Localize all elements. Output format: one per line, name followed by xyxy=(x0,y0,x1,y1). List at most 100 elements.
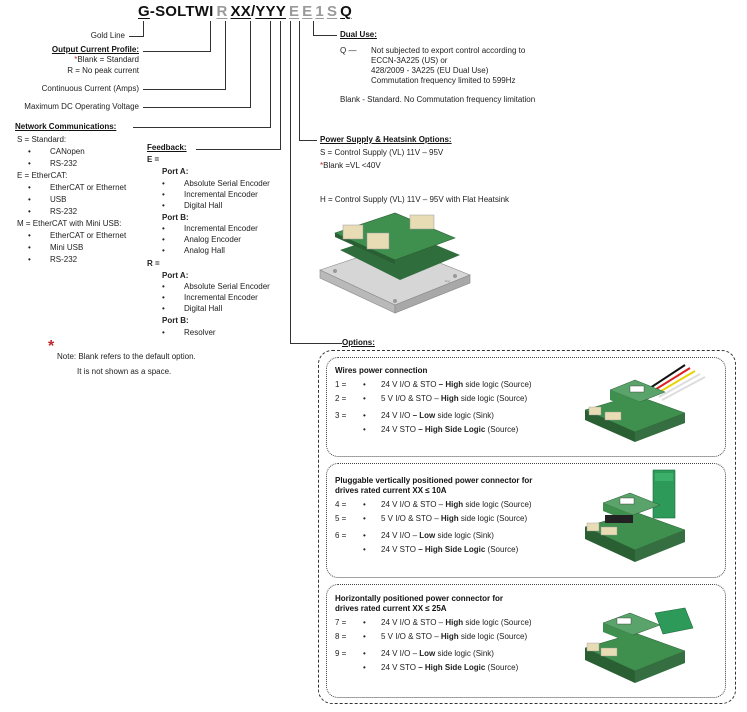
option-text: 24 V STO xyxy=(381,545,419,554)
gold-line-label: Gold Line xyxy=(90,31,125,40)
option-text: – Low xyxy=(412,411,436,420)
part-number-segment: XX xyxy=(230,3,251,20)
network-option-label: S = Standard: xyxy=(17,135,67,144)
option-text: Low xyxy=(419,649,436,658)
connector-line xyxy=(210,21,211,51)
part-number-segment: E xyxy=(302,3,313,20)
part-number-segment: 1 xyxy=(315,3,324,20)
part-number-segment: S xyxy=(326,3,338,20)
output-current-blank: *Blank = Standard xyxy=(74,55,139,65)
option-text: 24 V I/O & STO – xyxy=(381,500,446,509)
connector-line xyxy=(290,343,342,344)
dual-use-q-line: ECCN-3A225 (US) or xyxy=(371,56,448,65)
option-group-title: Horizontally positioned power connector … xyxy=(335,594,504,603)
connector-line xyxy=(313,35,337,36)
option-text: Low xyxy=(419,531,436,540)
horizontal-connector-drive-image xyxy=(584,607,694,683)
feedback-e-port-b: Port B: xyxy=(162,213,189,222)
option-text: High xyxy=(440,514,459,523)
part-number-segment: E xyxy=(288,3,300,20)
feedback-item: Absolute Serial Encoder xyxy=(162,282,297,292)
option-row: 6 =•24 V I/O – Low side logic (Sink) xyxy=(335,531,532,541)
option-number: 3 = xyxy=(335,411,347,420)
bullet-icon: • xyxy=(363,618,366,627)
part-number-segment: YYY xyxy=(255,3,286,20)
feedback-e-port-a-list: Absolute Serial EncoderIncremental Encod… xyxy=(162,179,297,211)
connector-line xyxy=(313,21,314,35)
option-number: 6 = xyxy=(335,531,347,540)
feedback-r-port-b-list: Resolver xyxy=(162,328,297,338)
part-number-segment: / xyxy=(250,3,256,20)
option-row: 8 =•5 V I/O & STO – High side logic (Sou… xyxy=(335,632,532,642)
option-row: •24 V STO – High Side Logic (Source) xyxy=(335,425,532,435)
part-number-segment: G xyxy=(138,3,150,20)
option-text: side logic (Sink) xyxy=(435,649,494,658)
feedback-item: Digital Hall xyxy=(162,304,297,314)
option-text: side logic (Source) xyxy=(458,394,528,403)
connector-line xyxy=(143,107,251,108)
option-number: 4 = xyxy=(335,500,347,509)
option-text: 24 V STO xyxy=(381,425,419,434)
dual-use-header: Dual Use: xyxy=(340,30,377,39)
option-group-3 xyxy=(326,584,726,698)
feedback-r-port-a-list: Absolute Serial EncoderIncremental Encod… xyxy=(162,282,297,314)
feedback-item: Incremental Encoder xyxy=(162,190,297,200)
option-row: 4 =•24 V I/O & STO – High side logic (So… xyxy=(335,500,532,510)
option-text: 24 V I/O & STO – xyxy=(381,618,446,627)
vertical-connector-drive-image xyxy=(584,469,686,562)
option-row: •24 V STO – High Side Logic (Source) xyxy=(335,663,532,673)
feedback-item: Analog Encoder xyxy=(162,235,297,245)
option-row: 9 =•24 V I/O – Low side logic (Sink) xyxy=(335,649,532,659)
option-text: 5 V I/O & STO – xyxy=(381,394,441,403)
connector-line xyxy=(250,21,251,107)
option-row: 5 =•5 V I/O & STO – High side logic (Sou… xyxy=(335,514,532,524)
part-number-segment: Q xyxy=(340,3,353,20)
feedback-item: Incremental Encoder xyxy=(162,293,297,303)
connector-line xyxy=(129,36,144,37)
option-text: – High xyxy=(438,380,464,389)
asterisk-icon: * xyxy=(74,55,78,64)
feedback-header: Feedback: xyxy=(147,143,187,152)
option-number: 2 = xyxy=(335,394,347,403)
feedback-item: Digital Hall xyxy=(162,201,297,211)
wires-drive-image xyxy=(584,364,706,442)
bullet-icon: • xyxy=(363,649,366,658)
feedback-e-port-b-list: Incremental EncoderAnalog EncoderAnalog … xyxy=(162,224,297,256)
bullet-icon: • xyxy=(363,425,366,434)
option-text: (Source) xyxy=(485,425,519,434)
connector-line xyxy=(299,140,317,141)
feedback-e-port-a: Port A: xyxy=(162,167,189,176)
network-option-item: EtherCAT or Ethernet xyxy=(28,231,126,241)
dual-use-q-line: 428/2009 - 3A225 (EU Dual Use) xyxy=(371,66,489,75)
network-option-label: E = EtherCAT: xyxy=(17,171,68,180)
feedback-r-label: R = xyxy=(147,259,160,268)
option-text: 24 V I/O – xyxy=(381,649,420,658)
connector-line xyxy=(143,21,144,36)
note-asterisk-icon: * xyxy=(48,338,55,355)
bullet-icon: • xyxy=(363,411,366,420)
heatsink-drive-image: img xyxy=(319,212,471,314)
network-option-item: RS-232 xyxy=(28,207,126,217)
connector-line xyxy=(143,51,211,52)
feedback-r-port-b: Port B: xyxy=(162,316,189,325)
connector-line xyxy=(196,149,281,150)
bullet-icon: • xyxy=(363,663,366,672)
option-text: High xyxy=(445,500,464,509)
connector-line xyxy=(225,21,226,89)
dual-use-blank: Blank - Standard. No Commutation frequen… xyxy=(340,95,536,104)
option-text: High xyxy=(445,618,464,627)
dual-use-q-line: Not subjected to export control accordin… xyxy=(371,46,526,55)
option-group-title: Wires power connection xyxy=(335,366,428,375)
option-text: side logic (Sink) xyxy=(435,411,494,420)
asterisk-icon: * xyxy=(320,161,324,170)
option-text: 5 V I/O & STO – xyxy=(381,514,441,523)
continuous-current-label: Continuous Current (Amps) xyxy=(41,84,139,93)
power-supply-s: S = Control Supply (VL) 11V – 95V xyxy=(320,148,444,157)
option-text: High xyxy=(440,394,459,403)
option-text: – High Side Logic xyxy=(418,663,486,672)
option-row: 3 =•24 V I/O – Low side logic (Sink) xyxy=(335,411,532,421)
part-number-segment: -SOLTWI xyxy=(149,3,214,20)
option-text: 24 V I/O & STO xyxy=(381,380,439,389)
